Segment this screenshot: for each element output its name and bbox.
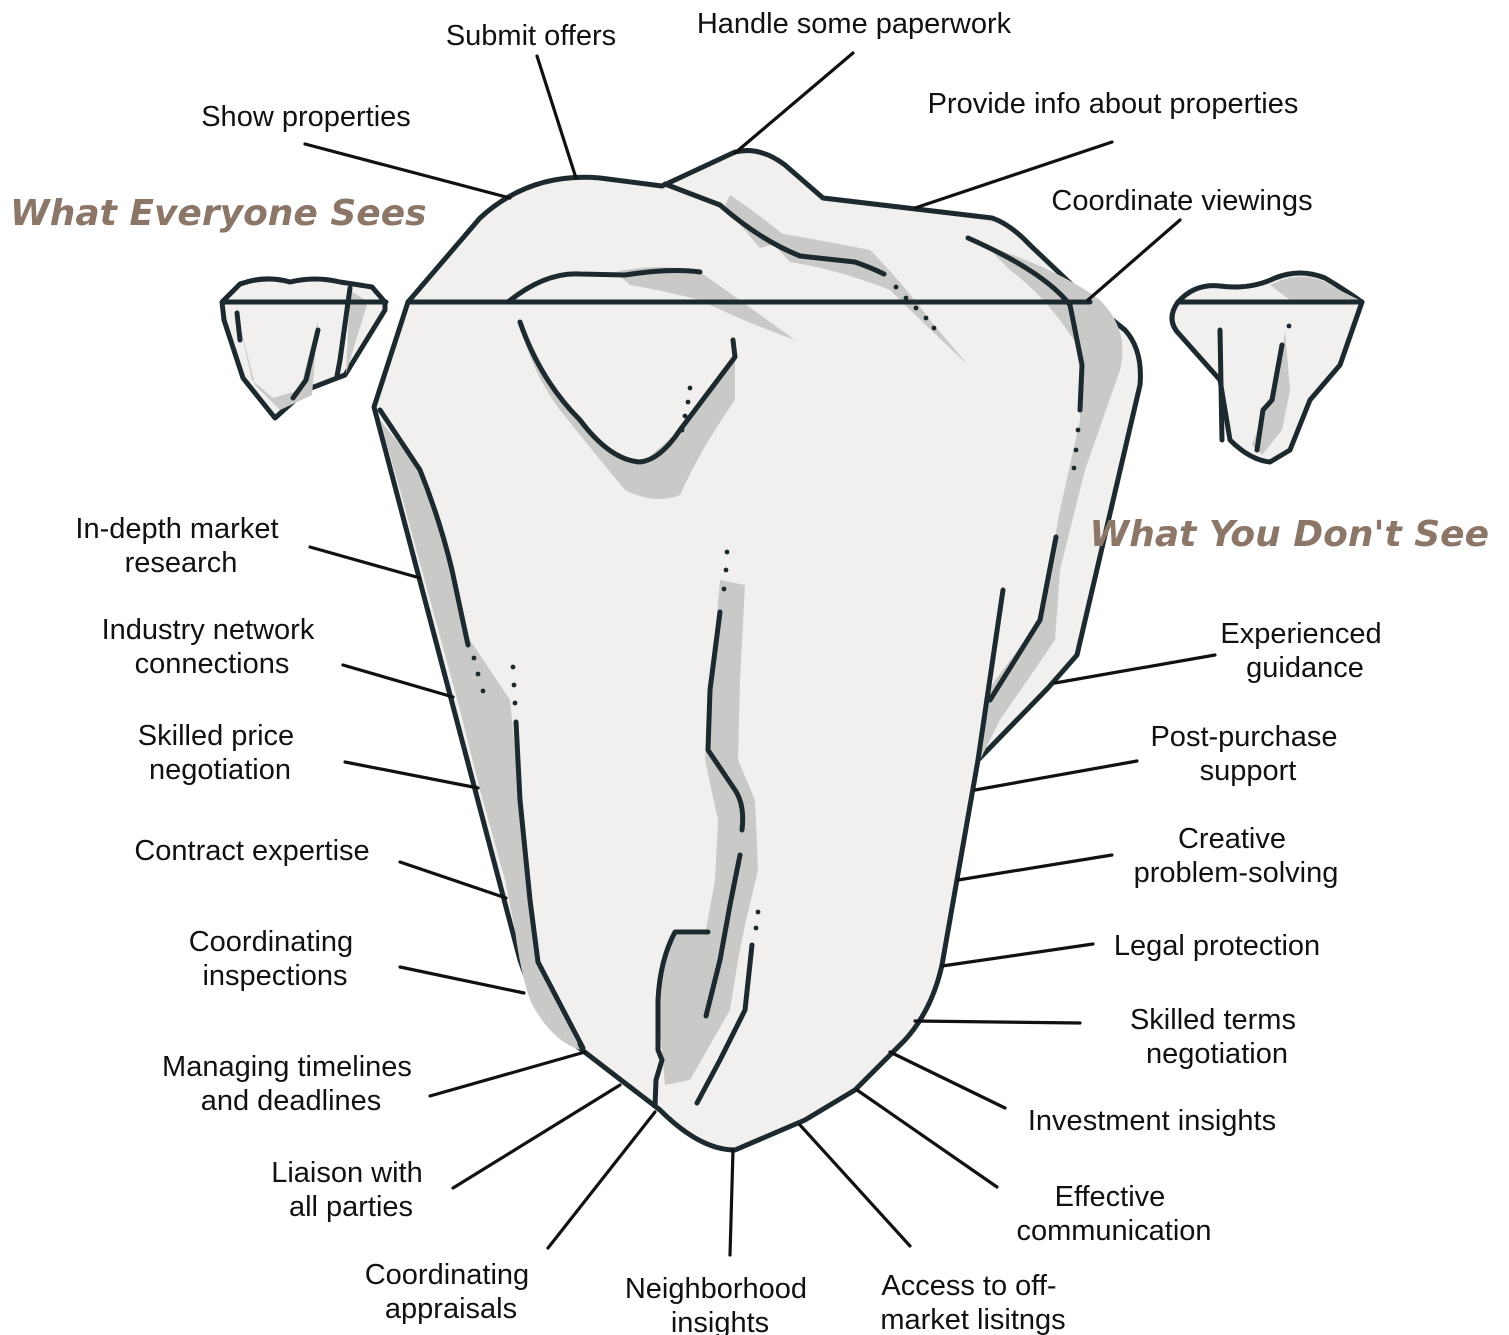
label-creative-problem-solving: Creative problem-solving — [1134, 823, 1339, 889]
label-provide-info-about-properties: Provide info about properties — [928, 88, 1299, 120]
label-investment-insights: Investment insights — [1028, 1105, 1276, 1137]
heading-what-you-dont-see: What You Don't See — [1090, 514, 1489, 555]
label-legal-protection: Legal protection — [1114, 930, 1320, 962]
hidden-bottom-leaders — [730, 1125, 910, 1255]
label-post-purchase-support: Post-purchase support — [1150, 721, 1345, 787]
label-coordinating-appraisals: Coordinating appraisals — [365, 1259, 538, 1325]
label-skilled-price-negotiation: Skilled price negotiation — [138, 720, 302, 786]
label-in-depth-market-research: In-depth market research — [75, 513, 286, 579]
heading-what-everyone-sees: What Everyone Sees — [10, 193, 427, 234]
label-handle-some-paperwork: Handle some paperwork — [697, 8, 1012, 40]
label-contract-expertise: Contract expertise — [134, 835, 369, 867]
label-access-to-off-market-listings: Access to off- market lisitngs — [880, 1270, 1065, 1335]
label-neighborhood-insights: Neighborhood insights — [625, 1273, 815, 1335]
label-submit-offers: Submit offers — [446, 20, 616, 52]
label-managing-timelines-and-deadlines: Managing timelines and deadlines — [162, 1051, 420, 1117]
label-experienced-guidance: Experienced guidance — [1220, 618, 1389, 684]
label-show-properties: Show properties — [201, 101, 411, 133]
label-industry-network-connections: Industry network connections — [102, 614, 323, 680]
label-coordinating-inspections: Coordinating inspections — [189, 926, 362, 992]
label-coordinate-viewings: Coordinate viewings — [1051, 185, 1312, 217]
label-skilled-terms-negotiation: Skilled terms negotiation — [1130, 1004, 1304, 1070]
label-liaison-with-all-parties: Liaison with all parties — [271, 1157, 431, 1223]
label-effective-communication: Effective communication — [1016, 1181, 1211, 1247]
